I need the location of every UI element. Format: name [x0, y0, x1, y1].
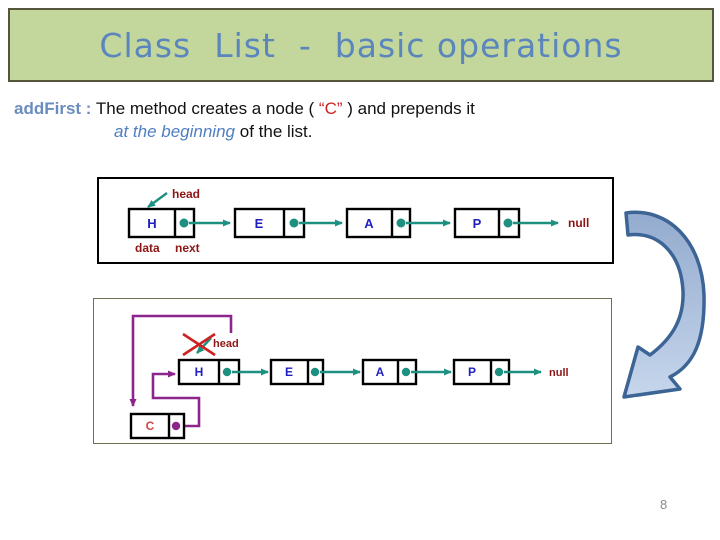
node-c-letter: C	[146, 419, 155, 433]
node-a: A	[361, 358, 418, 386]
method-name: addFirst :	[14, 99, 92, 118]
cross-out-x-stroke-2	[182, 332, 216, 357]
description-emphasis: at the beginning	[114, 122, 235, 141]
node-p: P	[453, 207, 521, 239]
node-a-letter: A	[364, 216, 374, 231]
node-e-letter: E	[285, 365, 293, 379]
data-label: data	[135, 241, 160, 255]
node-e: E	[269, 358, 325, 386]
node-h-next-dot	[222, 367, 232, 377]
node-a-next-dot	[401, 367, 411, 377]
curved-down-arrow	[622, 210, 706, 399]
curved-arrow-shape	[622, 210, 706, 399]
new-node-next-pointer-path	[151, 370, 201, 428]
node-h-letter: H	[147, 216, 156, 231]
node-e-next-dot	[310, 367, 320, 377]
node-p-next-dot	[494, 367, 504, 377]
description-text-c: of the list.	[239, 122, 313, 141]
node-p-next-dot	[503, 218, 513, 228]
description-text-a: The method creates a node (	[95, 99, 315, 118]
node-h: H	[177, 358, 241, 386]
head-label: head	[213, 338, 239, 350]
description: addFirst : The method creates a node ( “…	[14, 97, 475, 143]
head-pointer-arrow	[147, 192, 168, 208]
node-h-letter: H	[195, 365, 204, 379]
head-label: head	[172, 187, 200, 201]
node-p-letter: P	[468, 365, 476, 379]
node-a: A	[345, 207, 412, 239]
node-value-text: “C”	[318, 99, 343, 118]
node-p: P	[452, 358, 511, 386]
old-head-pointer-arrow	[196, 337, 212, 354]
node-a-letter: A	[376, 365, 385, 379]
null-label: null	[568, 216, 589, 230]
page-number: 8	[660, 497, 668, 512]
new-head-pointer-path	[129, 314, 233, 407]
next-label: next	[175, 241, 200, 255]
node-e: E	[233, 207, 306, 239]
diagram-list-after: head H E A P	[93, 298, 612, 444]
description-text-b: ) and prepends it	[347, 99, 475, 118]
node-p-letter: P	[473, 216, 482, 231]
diagram-list-before: head H data next E A P	[97, 177, 614, 264]
node-e-letter: E	[255, 216, 264, 231]
node-a-next-dot	[396, 218, 406, 228]
node-e-next-dot	[289, 218, 299, 228]
node-h: H	[127, 207, 196, 239]
slide-title-bar: Class List - basic operations	[8, 8, 714, 82]
node-h-box	[177, 358, 241, 386]
null-label: null	[549, 367, 569, 379]
description-line-1: addFirst : The method creates a node ( “…	[14, 97, 475, 120]
node-h-next-dot	[179, 218, 189, 228]
node-c-next-dot	[171, 421, 181, 431]
node-c: C	[129, 412, 186, 440]
page-title: Class List - basic operations	[99, 25, 623, 65]
description-line-2: at the beginning of the list.	[114, 120, 475, 143]
